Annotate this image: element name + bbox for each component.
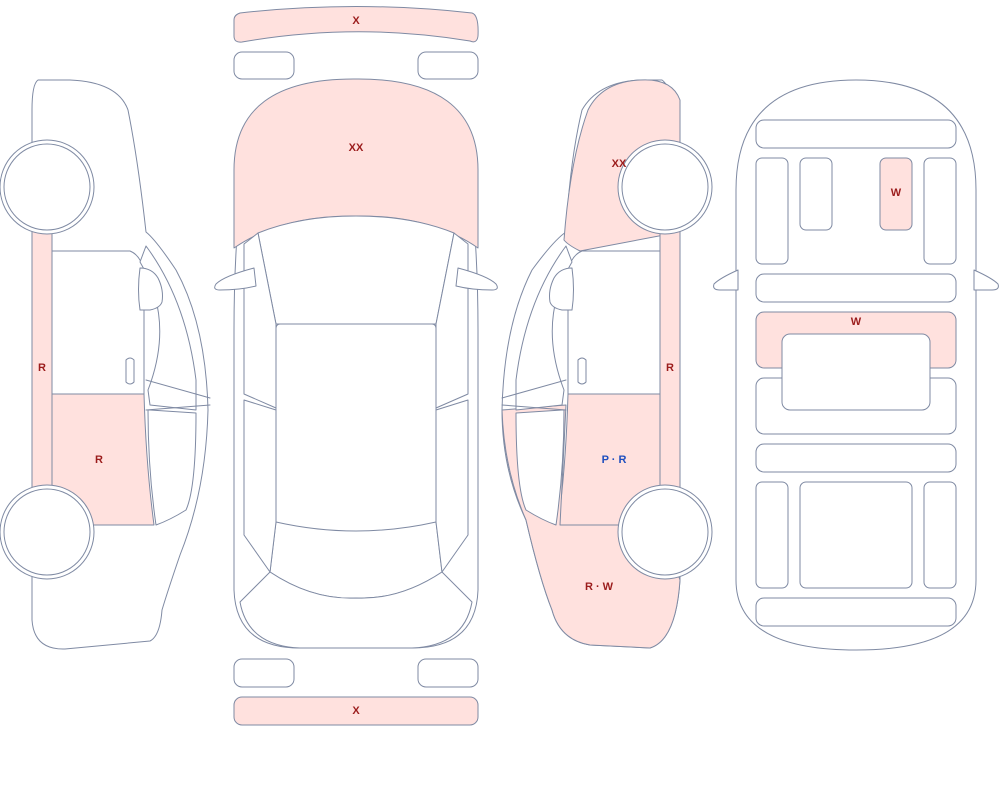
right-taillight[interactable] [417, 658, 479, 688]
left-mirror-top[interactable] [214, 267, 257, 291]
right-rear-glass[interactable] [515, 409, 565, 526]
rear-bumper[interactable] [233, 696, 479, 726]
label-right-front-fender: XX [612, 158, 627, 170]
left-taillight[interactable] [233, 658, 295, 688]
right-mirror-top[interactable] [455, 267, 498, 291]
interior-left-rear-panel[interactable] [755, 481, 789, 589]
label-right-rear-quarter: R · W [585, 581, 614, 593]
interior-right-front-panel[interactable] [923, 157, 957, 265]
interior-sunroof[interactable] [781, 333, 931, 411]
label-code-p: P [602, 454, 609, 466]
interior-console[interactable] [799, 157, 833, 231]
label-right-rear-door: P · R [602, 454, 627, 466]
left-pillar-a [145, 379, 211, 399]
left-pillar-b [145, 404, 211, 411]
windshield[interactable] [257, 215, 455, 325]
right-headlight[interactable] [417, 51, 479, 80]
label-code-r: R [618, 454, 626, 466]
right-front-wheel[interactable] [621, 143, 709, 231]
interior-left-mirror[interactable] [713, 269, 739, 291]
left-door-handle[interactable] [125, 357, 135, 385]
label-interior-row: W [851, 316, 862, 328]
roof[interactable] [275, 323, 437, 533]
label-left-rear-door: R [95, 454, 103, 466]
right-rocker-panel[interactable] [659, 227, 681, 491]
interior-rear-crossbar[interactable] [755, 597, 957, 627]
interior-seat[interactable] [879, 157, 913, 231]
label-rear-bumper: X [352, 705, 360, 717]
left-rear-wheel[interactable] [3, 488, 91, 576]
interior-left-front-panel[interactable] [755, 157, 789, 265]
right-rear-wheel[interactable] [621, 488, 709, 576]
label-hood: XX [349, 142, 364, 154]
left-side-mirror[interactable] [138, 267, 163, 311]
interior-front-crossbar[interactable] [755, 273, 957, 303]
label-interior-seat: W [891, 187, 902, 199]
label-front-bumper: X [352, 15, 360, 27]
label-left-rocker: R [38, 362, 46, 374]
left-rear-glass[interactable] [147, 409, 197, 526]
left-headlight[interactable] [233, 51, 295, 80]
right-side-mirror[interactable] [549, 267, 574, 311]
right-door-handle[interactable] [577, 357, 587, 385]
label-right-rocker: R [666, 362, 674, 374]
top-view [214, 6, 498, 726]
interior-cargo-area[interactable] [799, 481, 913, 589]
interior-view [713, 79, 999, 651]
interior-mid-crossbar[interactable] [755, 443, 957, 473]
right-pillar-b [501, 404, 567, 411]
interior-right-rear-panel[interactable] [923, 481, 957, 589]
left-front-wheel[interactable] [3, 143, 91, 231]
left-side-view [0, 79, 211, 650]
right-pillar-a [501, 379, 567, 399]
left-rear-window-top[interactable] [243, 399, 277, 573]
left-rocker-panel[interactable] [31, 227, 53, 491]
label-code-sep: · [609, 454, 619, 466]
interior-dashboard[interactable] [755, 119, 957, 149]
interior-right-mirror[interactable] [973, 269, 999, 291]
damage-labels: X XX X R R XX R P · R R · W W W [38, 15, 902, 717]
left-rear-door[interactable] [51, 393, 155, 526]
front-bumper[interactable] [233, 6, 479, 43]
right-side-view [501, 79, 713, 649]
trunk-lid[interactable] [239, 571, 473, 649]
right-rear-window-top[interactable] [435, 399, 469, 573]
